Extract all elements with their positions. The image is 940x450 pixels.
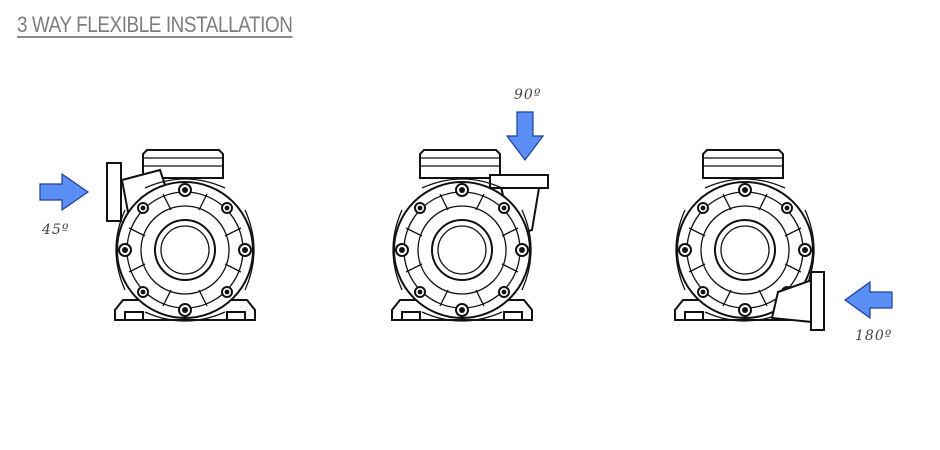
pump-90-degree — [391, 111, 549, 322]
inlet-arrow-top — [505, 111, 545, 161]
page-title: 3 WAY FLEXIBLE INSTALLATION — [17, 12, 293, 37]
inlet-arrow-right — [843, 280, 893, 320]
angle-label-180: 180º — [855, 328, 892, 344]
angle-label-90: 90º — [514, 87, 541, 103]
angle-label-45: 45º — [41, 222, 69, 238]
pump-45-degree — [39, 149, 256, 322]
inlet-arrow-left — [39, 172, 90, 212]
pump-180-degree — [674, 149, 893, 331]
